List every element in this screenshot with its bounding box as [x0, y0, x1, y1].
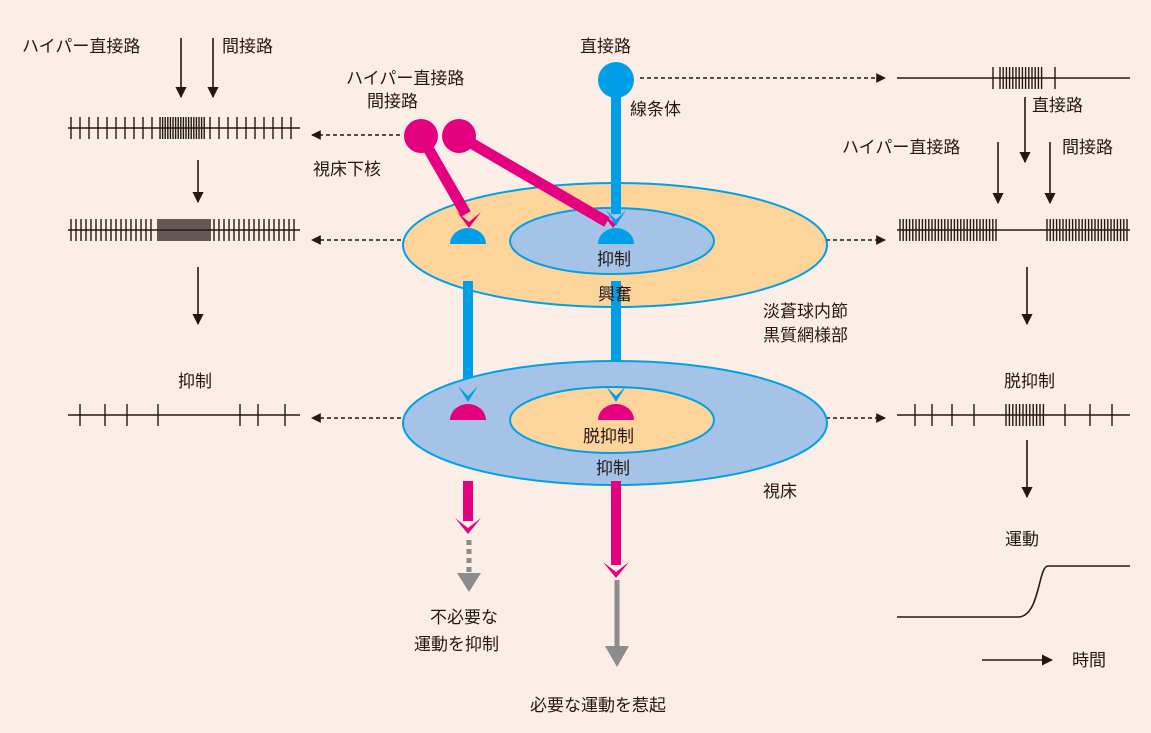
spike-train-left-2	[68, 219, 300, 241]
spike-train-left-3	[68, 404, 300, 426]
label-gpi-outer: 興奮	[598, 285, 632, 305]
thalamus-terminals	[450, 386, 634, 420]
stn-axons	[404, 119, 610, 227]
gpi-neuron-left	[450, 228, 486, 244]
gpi-terminals	[450, 210, 634, 244]
label-movement: 運動	[1005, 530, 1039, 550]
label-left-inhibit: 抑制	[178, 372, 212, 392]
spike-trains	[68, 67, 1130, 426]
gpi-neuron-right	[598, 228, 634, 244]
label-time: 時間	[1072, 651, 1106, 671]
label-pink-line2: 間接路	[367, 92, 418, 112]
striatum-terminal-gpi	[606, 210, 626, 226]
label-needed: 必要な運動を惹起	[530, 696, 666, 716]
label-gpi-line1: 淡蒼球内節	[763, 302, 848, 322]
label-right-indirect: 間接路	[1062, 138, 1113, 158]
axon-gpi-to-thalamus-right	[611, 281, 621, 391]
label-unneeded-1: 不必要な	[430, 608, 498, 628]
stn-terminal-gpi-right	[601, 212, 625, 228]
thal-output-axon-left	[463, 481, 473, 521]
label-thalamus: 視床	[763, 482, 797, 502]
spike-train-right-thal	[897, 404, 1130, 426]
label-left-hyper: ハイパー直接路	[22, 37, 140, 57]
label-disinhibit: 脱抑制	[1004, 372, 1055, 392]
axon-gpi-to-thalamus-left	[463, 281, 473, 391]
label-gpi-line2: 黒質網様部	[763, 326, 848, 346]
stn-terminal-gpi-left	[457, 212, 481, 228]
label-direct-top: 直接路	[580, 37, 631, 57]
spike-train-right-top	[897, 67, 1130, 89]
label-left-indirect: 間接路	[222, 37, 273, 57]
needed-arrowhead	[605, 646, 629, 667]
gpi-terminal-thal-left	[458, 386, 478, 402]
stn-neuron-soma-1	[404, 119, 438, 153]
unneeded-arrowhead	[457, 573, 481, 592]
label-right-direct: 直接路	[1032, 96, 1083, 116]
label-striatum: 線条体	[630, 100, 681, 120]
thal-output-terminal-left	[455, 518, 481, 534]
label-pink-line1: ハイパー直接路	[346, 69, 464, 89]
movement-curve	[897, 565, 1130, 618]
label-thal-inner: 脱抑制	[583, 427, 634, 447]
stn-axon-2	[456, 131, 610, 227]
label-gpi-inner: 抑制	[597, 250, 631, 270]
spike-train-left-1	[68, 117, 300, 139]
stn-neuron-soma-2	[442, 119, 476, 153]
gpi-terminal-thal-right	[606, 386, 626, 402]
label-thal-outer: 抑制	[596, 459, 630, 479]
label-right-hyper: ハイパー直接路	[842, 138, 960, 158]
label-stn: 視床下核	[313, 160, 381, 180]
thalamus-neuron-left	[450, 404, 486, 420]
thal-output-axon-right	[611, 481, 621, 565]
thal-output-terminal-right	[603, 562, 629, 578]
striatum-axon	[611, 90, 621, 214]
label-unneeded-2: 運動を抑制	[414, 635, 499, 655]
striatum-neuron-soma	[598, 62, 634, 98]
thalamus-neuron-right	[598, 404, 634, 420]
flow-arrows	[175, 38, 1056, 666]
spike-train-right-gpi	[897, 219, 1130, 241]
